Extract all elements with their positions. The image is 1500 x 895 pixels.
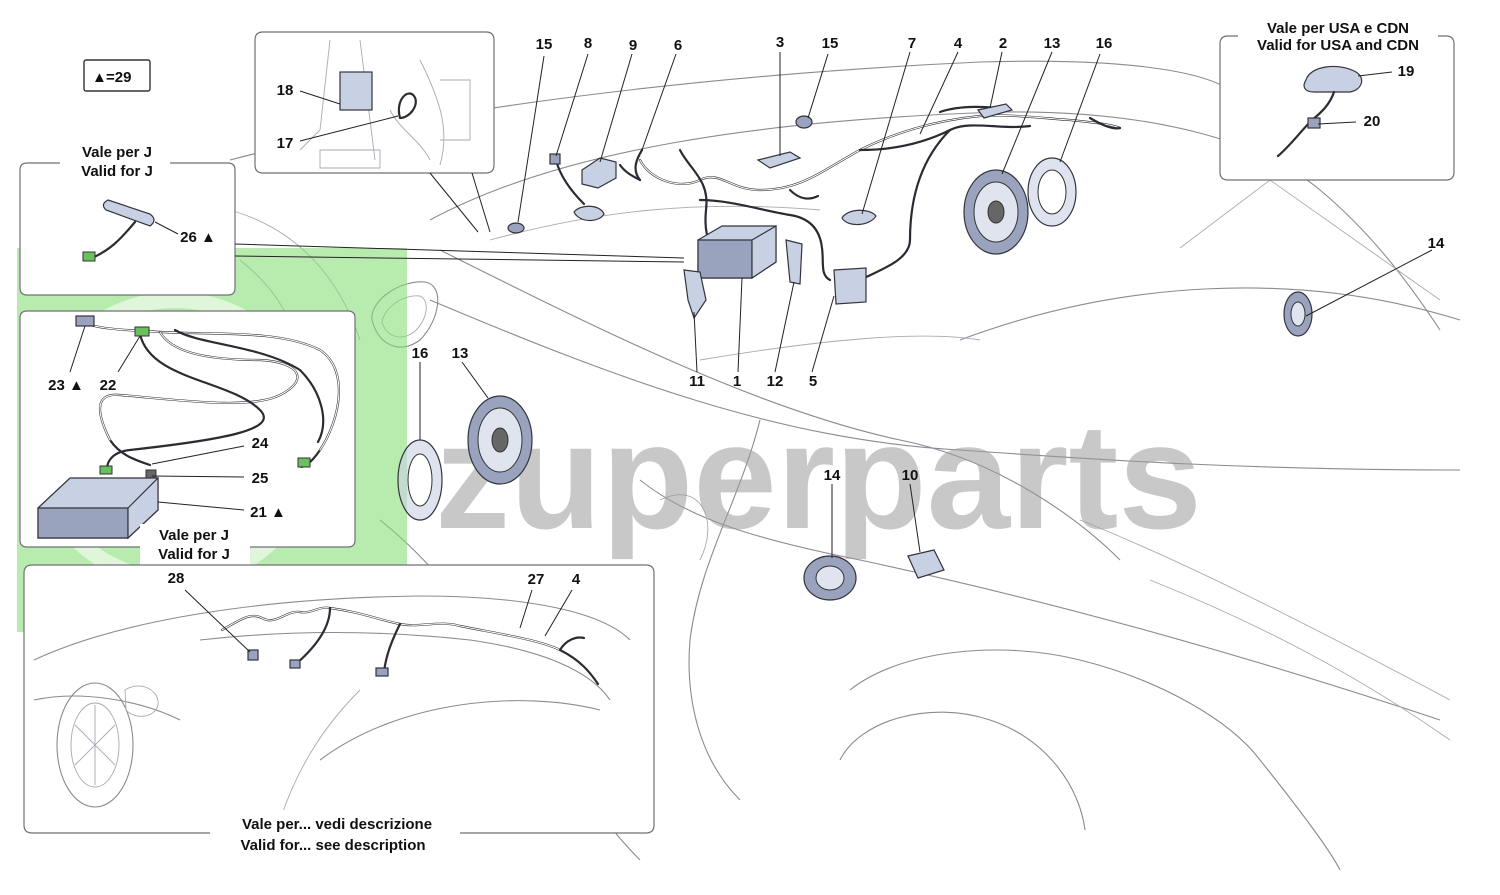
callout-16: 16 <box>1096 35 1113 52</box>
main-speakers <box>397 157 1313 601</box>
callout-4: 4 <box>954 35 963 52</box>
inset-usa-note-it: Vale per USA e CDN <box>1267 20 1409 37</box>
inset-usa-note-en: Valid for USA and CDN <box>1257 37 1419 54</box>
callout-19: 19 <box>1398 63 1415 80</box>
callout-2: 2 <box>999 35 1007 52</box>
callout-14: 14 <box>1428 235 1445 252</box>
part-2-shape <box>976 103 1014 119</box>
part-10-module <box>907 549 945 579</box>
callout-28: 28 <box>168 570 185 587</box>
callout-12: 12 <box>767 373 784 390</box>
part-18-module <box>339 71 373 111</box>
inset-bottom-note-it: Vale per... vedi descrizione <box>242 816 432 833</box>
callout-17: 17 <box>277 135 294 152</box>
callout-10: 10 <box>902 467 919 484</box>
callout-16-b: 16 <box>412 345 429 362</box>
part-8-shape <box>573 205 605 222</box>
inset-j-mid-note-it: Vale per J <box>159 527 229 544</box>
inset-j-mid-note-en: Valid for J <box>158 546 230 563</box>
part-5-connectors <box>833 267 867 305</box>
inset-valid-for-j-top: Vale per J Valid for J <box>19 140 236 296</box>
callout-22: 22 <box>100 377 117 394</box>
callout-21: 21 ▲ <box>250 504 286 521</box>
main-harness <box>507 103 1122 320</box>
part-23-connector <box>75 315 95 327</box>
callout-26: 26 ▲ <box>180 229 216 246</box>
inset-bottom-car: Vale per... vedi descrizione Valid for..… <box>23 564 655 856</box>
callout-23: 23 ▲ <box>48 377 84 394</box>
part-26-shape <box>102 199 155 227</box>
callout-25: 25 <box>252 470 269 487</box>
part-7-shape <box>841 209 877 226</box>
inset-detail-17-18 <box>254 31 495 233</box>
inset-j-top-note-it: Vale per J <box>82 144 152 161</box>
part-11-bracket <box>683 269 707 320</box>
leader-lines <box>234 51 1433 558</box>
part-15-grommet <box>507 222 525 234</box>
callout-1: 1 <box>733 373 741 390</box>
inset-usa-cdn: Vale per USA e CDN Valid for USA and CDN <box>1219 18 1455 181</box>
callout-24: 24 <box>252 435 269 452</box>
callout-14-b: 14 <box>824 467 841 484</box>
watermark-text: zuperparts <box>435 392 1202 560</box>
legend-box: ▲ =29 <box>83 59 151 92</box>
callout-15-b: 15 <box>822 35 839 52</box>
callout-15: 15 <box>536 36 553 53</box>
callout-5: 5 <box>809 373 817 390</box>
part-9-shape <box>581 157 617 189</box>
inset-j-top-note-en: Valid for J <box>81 163 153 180</box>
part-22-connector <box>134 326 150 337</box>
part-19-antenna <box>1303 65 1363 93</box>
callout-9: 9 <box>629 37 637 54</box>
inset-valid-for-j-module: Vale per J Valid for J <box>19 310 356 566</box>
connector-icon <box>82 251 96 262</box>
inset-bottom-note-en: Valid for... see description <box>240 837 425 854</box>
part-12-bracket <box>785 239 803 285</box>
callout-6: 6 <box>674 37 682 54</box>
part-15-grommet-b <box>795 115 813 129</box>
callout-3: 3 <box>776 34 784 51</box>
callout-13: 13 <box>1044 35 1061 52</box>
part-3-shape <box>756 151 802 169</box>
callout-18: 18 <box>277 82 294 99</box>
legend-triangle-icon: ▲ <box>92 69 107 86</box>
callout-8: 8 <box>584 35 592 52</box>
legend-text: =29 <box>106 69 131 86</box>
callout-labels: 15 8 9 6 3 15 7 4 2 13 16 19 20 14 18 17… <box>48 34 1445 588</box>
callout-4-b: 4 <box>572 571 581 588</box>
callout-11: 11 <box>689 373 705 390</box>
callout-7: 7 <box>908 35 916 52</box>
callout-13-b: 13 <box>452 345 469 362</box>
callout-27: 27 <box>528 571 545 588</box>
bottom-car-wheel <box>56 682 134 808</box>
callout-20: 20 <box>1364 113 1381 130</box>
